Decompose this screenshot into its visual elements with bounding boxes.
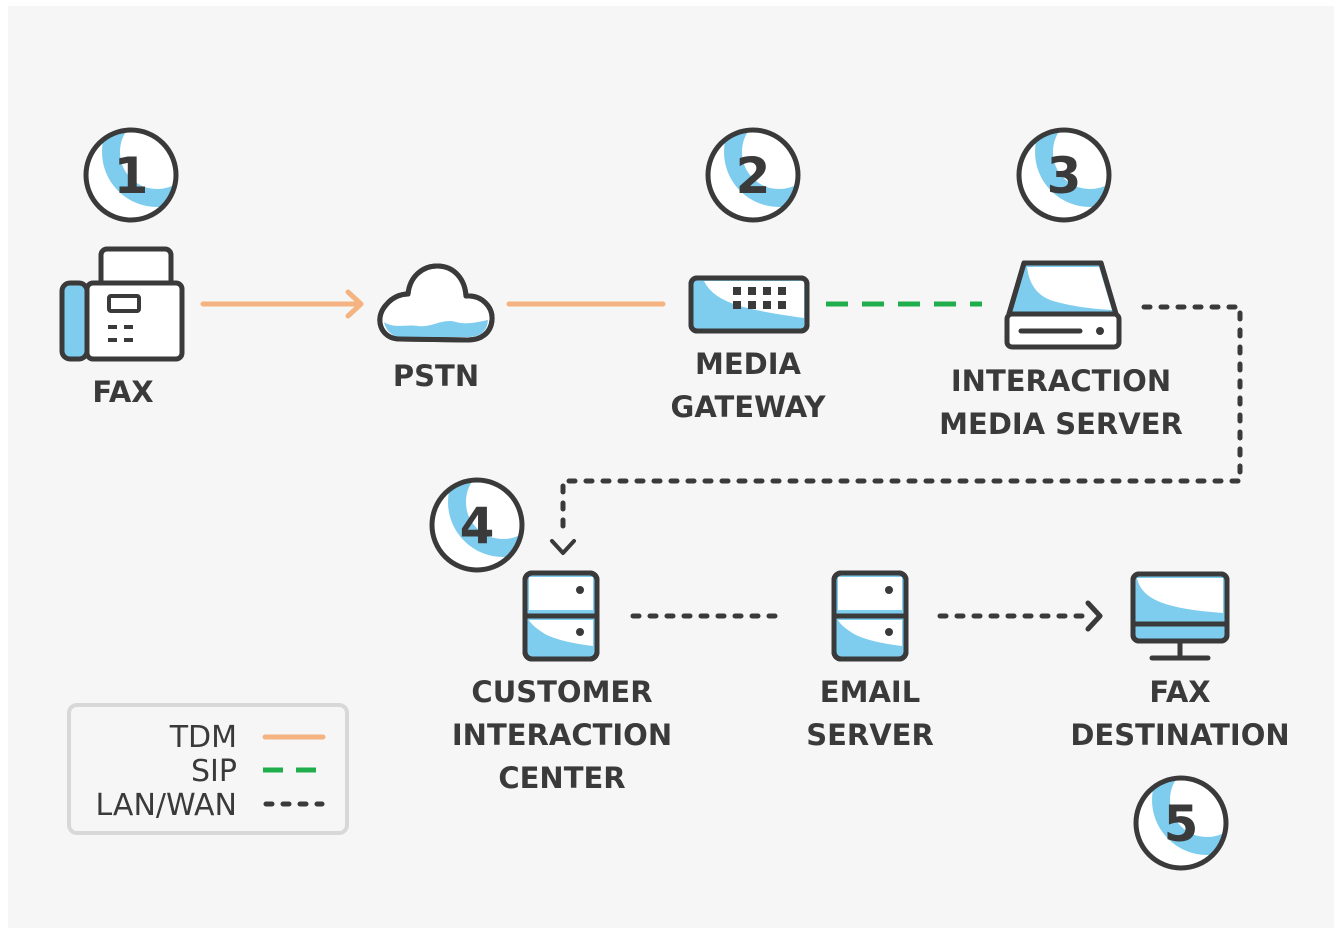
arrowhead-cic <box>550 539 576 555</box>
label-ims-line2: MEDIA SERVER <box>939 407 1183 441</box>
label-media-gateway-line1: MEDIA <box>695 347 801 381</box>
label-fax-destination-line1: FAX <box>1149 675 1211 709</box>
step-number-4: 4 <box>460 497 495 555</box>
label-cic-line3: CENTER <box>498 761 626 795</box>
step-badge-1: 1 <box>83 127 179 223</box>
connector-fax-pstn <box>200 289 364 319</box>
step-number-1: 1 <box>114 147 149 205</box>
email-server-icon <box>831 570 909 662</box>
step-number-2: 2 <box>736 147 771 205</box>
step-number-5: 5 <box>1164 795 1199 853</box>
label-email-line2: SERVER <box>806 718 934 752</box>
legend-label-tdm: TDM <box>169 720 237 755</box>
diagram-canvas <box>8 6 1334 928</box>
label-pstn: PSTN <box>376 355 496 398</box>
cic-server-icon <box>522 570 600 662</box>
label-pstn-text: PSTN <box>392 359 480 393</box>
legend-label-sip: SIP <box>191 754 237 789</box>
step-badge-4: 4 <box>429 477 525 573</box>
step-badge-2: 2 <box>705 127 801 223</box>
step-badge-3: 3 <box>1016 127 1112 223</box>
label-media-gateway-line2: GATEWAY <box>670 390 826 424</box>
legend-label-lanwan: LAN/WAN <box>95 788 237 823</box>
label-fax-text: FAX <box>92 375 154 409</box>
media-gateway-icon <box>688 275 810 334</box>
drive-server-icon <box>1004 260 1122 350</box>
label-fax-destination: FAX DESTINATION <box>1054 671 1306 757</box>
label-interaction-media-server: INTERACTION MEDIA SERVER <box>920 360 1202 446</box>
arrowhead-destination <box>1085 600 1103 632</box>
label-customer-interaction-center: CUSTOMER INTERACTION CENTER <box>426 671 698 800</box>
label-fax: FAX <box>61 371 185 414</box>
cloud-icon <box>377 263 495 343</box>
label-email-server: EMAIL SERVER <box>780 671 960 757</box>
step-badge-5: 5 <box>1133 775 1229 871</box>
monitor-icon <box>1130 571 1230 661</box>
label-fax-destination-line2: DESTINATION <box>1070 718 1290 752</box>
label-email-line1: EMAIL <box>819 675 921 709</box>
legend: TDM SIP LAN/WAN <box>67 703 349 835</box>
label-cic-line2: INTERACTION <box>451 718 673 752</box>
step-number-3: 3 <box>1047 147 1082 205</box>
connector-server-cic <box>560 304 1243 539</box>
label-cic-line1: CUSTOMER <box>471 675 653 709</box>
label-media-gateway: MEDIA GATEWAY <box>628 343 868 429</box>
fax-machine-icon <box>59 246 185 362</box>
label-ims-line1: INTERACTION <box>950 364 1172 398</box>
